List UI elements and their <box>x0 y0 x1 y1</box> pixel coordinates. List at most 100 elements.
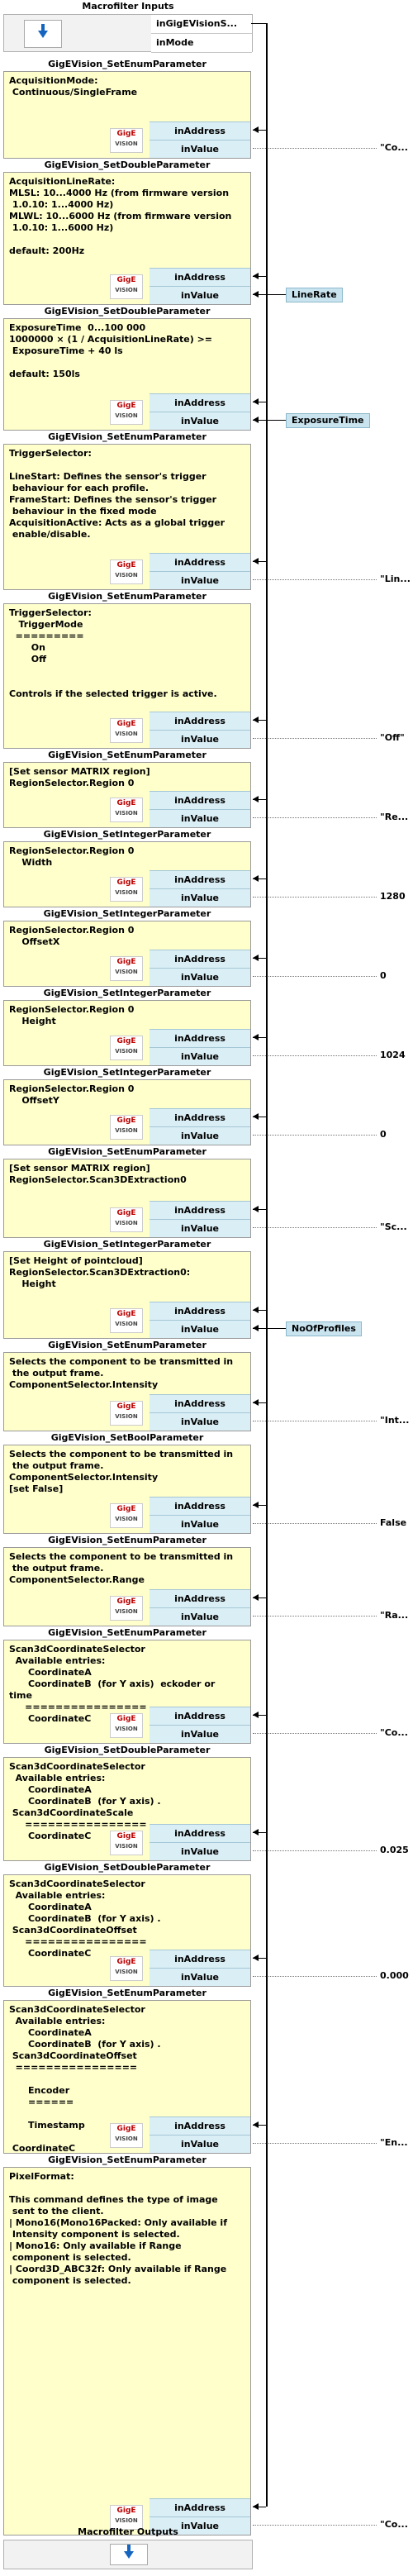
port-in-value[interactable]: inValue <box>150 1126 250 1145</box>
operation-body[interactable]: Scan3dCoordinateSelector Available entri… <box>3 1874 251 1987</box>
port-in-address[interactable]: inAddress <box>150 870 250 888</box>
port-in-address[interactable]: inAddress <box>150 1497 250 1515</box>
port-in-value[interactable]: inValue <box>150 286 250 304</box>
operation-title[interactable]: GigEVision_SetDoubleParameter <box>44 1862 211 1873</box>
port-in-address[interactable]: inAddress <box>150 950 250 968</box>
operation-body[interactable]: Scan3dCoordinateSelector Available entri… <box>3 2000 251 2154</box>
operation-title[interactable]: GigEVision_SetEnumParameter <box>48 59 206 69</box>
operation-body[interactable]: Scan3dCoordinateSelector Available entri… <box>3 1757 251 1861</box>
port-in-value[interactable]: inValue <box>150 2135 250 2153</box>
operation-title[interactable]: GigEVision_SetEnumParameter <box>48 1988 206 1998</box>
port-in-address[interactable]: inAddress <box>150 268 250 286</box>
operation-body[interactable]: Scan3dCoordinateSelector Available entri… <box>3 1640 251 1744</box>
port-in-address[interactable]: inAddress <box>150 2498 250 2516</box>
operation-title[interactable]: GigEVision_SetDoubleParameter <box>44 160 211 170</box>
port-in-address[interactable]: inAddress <box>150 791 250 809</box>
port-in-value[interactable]: inValue <box>150 809 250 827</box>
port-in-address[interactable]: inAddress <box>150 393 250 412</box>
operation-title[interactable]: GigEVision_SetDoubleParameter <box>44 306 211 317</box>
operation-title[interactable]: GigEVision_SetEnumParameter <box>48 1627 206 1638</box>
operation-body[interactable]: Selects the component to be transmitted … <box>3 1352 251 1431</box>
macrofilter-inputs[interactable]: Macrofilter Inputs inGigEVisionS... inMo… <box>3 1 253 53</box>
port-in-address[interactable]: inAddress <box>150 1201 250 1219</box>
port-in-address[interactable]: inAddress <box>150 121 250 140</box>
port-in-value[interactable]: inValue <box>150 968 250 986</box>
operation-title[interactable]: GigEVision_SetEnumParameter <box>48 591 206 602</box>
constant-value[interactable]: 0 <box>380 970 387 981</box>
operation-title[interactable]: GigEVision_SetIntegerParameter <box>43 908 211 919</box>
port-in-value[interactable]: inValue <box>150 1515 250 1533</box>
port-in-address[interactable]: inAddress <box>150 1394 250 1412</box>
operation-body[interactable]: [Set sensor MATRIX region] RegionSelecto… <box>3 1159 251 1238</box>
operation-body[interactable]: ExposureTime 0...100 000 1000000 × (1 / … <box>3 318 251 431</box>
global-variable-tag[interactable]: NoOfProfiles <box>286 1321 362 1336</box>
operation-body[interactable]: [Set sensor MATRIX region] RegionSelecto… <box>3 762 251 828</box>
port-in-value[interactable]: inValue <box>150 1725 250 1743</box>
operation-12[interactable]: GigEVision_SetIntegerParameter[Set Heigh… <box>3 1238 251 1339</box>
port-in-value[interactable]: inValue <box>150 571 250 589</box>
port-in-value[interactable]: inValue <box>150 1842 250 1860</box>
port-in-address[interactable]: inAddress <box>150 1950 250 1968</box>
operation-title[interactable]: GigEVision_SetEnumParameter <box>48 1146 206 1157</box>
constant-value[interactable]: 0.000 <box>380 1970 409 1981</box>
constant-value[interactable]: "Sc... <box>380 1221 407 1232</box>
operation-body[interactable]: Selects the component to be transmitted … <box>3 1547 251 1626</box>
port-in-address[interactable]: inAddress <box>150 712 250 730</box>
constant-value[interactable]: "Co... <box>380 1727 408 1738</box>
constant-value[interactable]: "Co... <box>380 2519 408 2530</box>
port-in-value[interactable]: inValue <box>150 730 250 748</box>
port-in-address[interactable]: inAddress <box>150 1029 250 1047</box>
constant-value[interactable]: "Int... <box>380 1415 410 1426</box>
operation-title[interactable]: GigEVision_SetIntegerParameter <box>43 1067 211 1078</box>
operation-body[interactable]: Selects the component to be transmitted … <box>3 1445 251 1534</box>
operation-title[interactable]: GigEVision_SetEnumParameter <box>48 431 206 442</box>
constant-value[interactable]: 0 <box>380 1129 387 1140</box>
constant-value[interactable]: False <box>380 1517 407 1528</box>
port-in-address[interactable]: inAddress <box>150 1302 250 1320</box>
operation-title[interactable]: GigEVision_SetBoolParameter <box>50 1432 204 1443</box>
operation-11[interactable]: GigEVision_SetEnumParameter [Set sensor M… <box>3 1145 251 1238</box>
operation-body[interactable]: [Set Height of pointcloud] RegionSelecto… <box>3 1251 251 1339</box>
input-port-mode[interactable]: inMode <box>151 34 252 53</box>
port-in-value[interactable]: inValue <box>150 140 250 158</box>
port-in-address[interactable]: inAddress <box>150 2117 250 2135</box>
port-in-address[interactable]: inAddress <box>150 1108 250 1126</box>
operation-body[interactable]: AcquisitionLineRate: MLSL: 10...4000 Hz … <box>3 172 251 305</box>
operation-title[interactable]: GigEVision_SetEnumParameter <box>48 2155 206 2165</box>
port-in-value[interactable]: inValue <box>150 1320 250 1338</box>
operation-title[interactable]: GigEVision_SetIntegerParameter <box>43 1239 211 1250</box>
operation-title[interactable]: GigEVision_SetEnumParameter <box>48 1535 206 1545</box>
macrofilter-outputs[interactable]: Macrofilter Outputs <box>3 2526 253 2569</box>
global-variable-tag[interactable]: LineRate <box>286 288 343 302</box>
port-in-value[interactable]: inValue <box>150 1412 250 1431</box>
port-in-value[interactable]: inValue <box>150 888 250 907</box>
operation-title[interactable]: GigEVision_SetIntegerParameter <box>43 988 211 998</box>
operation-body[interactable]: TriggerSelector: LineStart: Defines the … <box>3 444 251 590</box>
operation-title[interactable]: GigEVision_SetEnumParameter <box>48 750 206 760</box>
operation-title[interactable]: GigEVision_SetEnumParameter <box>48 1340 206 1350</box>
port-in-address[interactable]: inAddress <box>150 553 250 571</box>
operation-body[interactable]: TriggerSelector: TriggerMode ========= O… <box>3 603 251 749</box>
input-port-gigevision-settings[interactable]: inGigEVisionS... <box>151 15 252 34</box>
constant-value[interactable]: "En... <box>380 2137 408 2148</box>
constant-value[interactable]: 0.025 <box>380 1845 409 1855</box>
constant-value[interactable]: "Ra... <box>380 1610 409 1621</box>
port-in-value[interactable]: inValue <box>150 1607 250 1626</box>
port-in-value[interactable]: inValue <box>150 2516 250 2535</box>
operation-title[interactable]: GigEVision_SetIntegerParameter <box>43 829 211 840</box>
